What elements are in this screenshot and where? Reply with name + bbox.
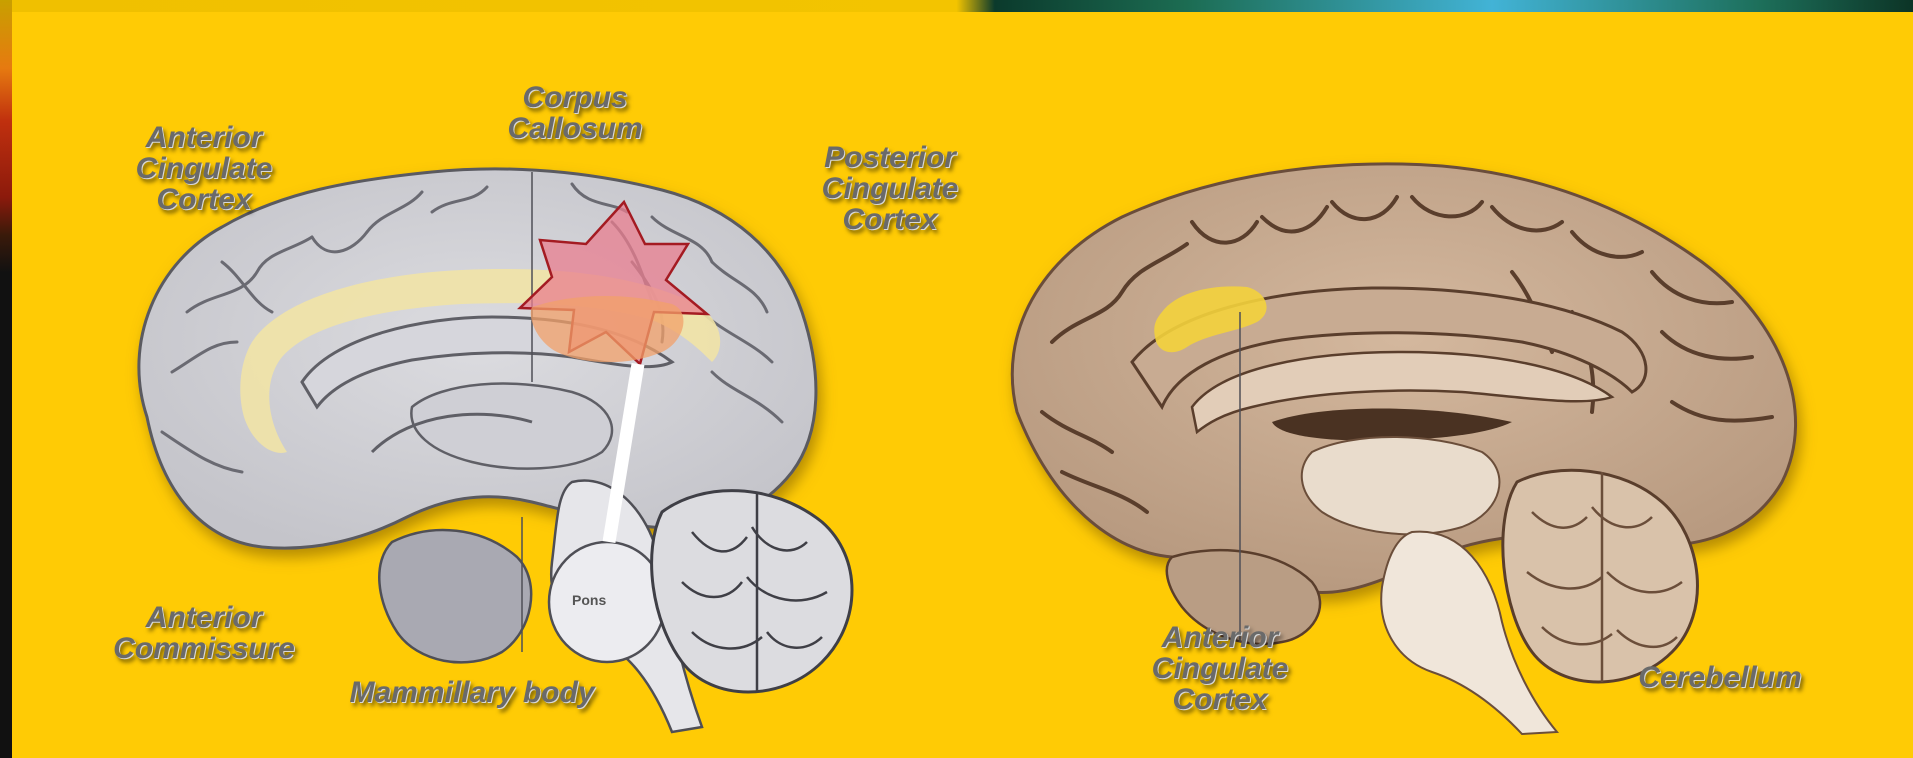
label-posterior-cingulate-cortex: Posterior Cingulate Cortex [790,142,990,235]
left-decorative-edge [0,0,12,758]
left-cerebellum [652,491,852,692]
label-anterior-cingulate-cortex-left: Anterior Cingulate Cortex [104,122,304,215]
label-anterior-commissure: Anterior Commissure [104,602,304,664]
left-pons [549,542,665,662]
label-cerebellum: Cerebellum [1620,662,1820,693]
label-pons: Pons [572,592,606,608]
label-mammillary-body: Mammillary body [322,677,622,708]
left-temporal-lobe [379,530,531,662]
slide-content: Corpus Callosum Anterior Cingulate Corte… [12,12,1913,758]
label-corpus-callosum: Corpus Callosum [480,82,670,144]
top-decorative-bar [0,0,1913,12]
label-anterior-cingulate-cortex-right: Anterior Cingulate Cortex [1120,622,1320,715]
